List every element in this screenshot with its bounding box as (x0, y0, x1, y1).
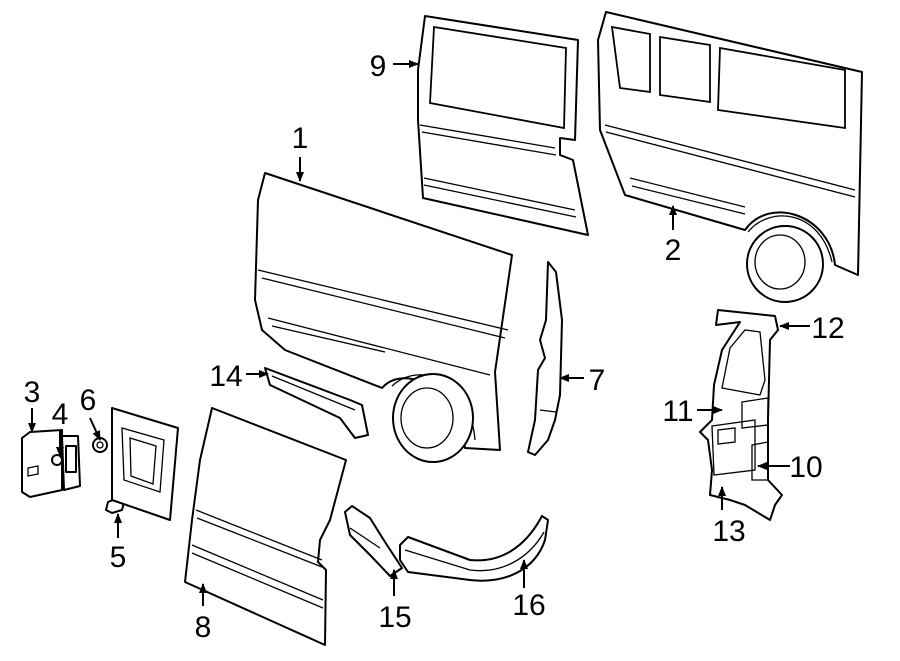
callout-6: 6 (80, 384, 97, 417)
callout-2: 2 (665, 234, 682, 267)
callout-1: 1 (292, 122, 309, 155)
callout-13: 13 (712, 515, 745, 548)
callout-16: 16 (512, 589, 545, 622)
part-1-side-panel (254, 172, 513, 463)
part-6-grommet (92, 437, 108, 453)
callout-5: 5 (110, 541, 127, 574)
part-4-hinge (51, 435, 81, 491)
part-16-wheel-opening-molding (399, 515, 549, 582)
part-15-splash-shield (344, 505, 403, 577)
callout-14: 14 (209, 360, 242, 393)
callout-15: 15 (378, 601, 411, 634)
callout-7: 7 (589, 364, 606, 397)
callout-12: 12 (811, 312, 844, 345)
leader-lines (28, 60, 810, 606)
parts-10-13-rear-pillar (699, 309, 783, 521)
callout-11: 11 (662, 395, 693, 428)
part-2-quarter-panel (597, 11, 863, 303)
callout-labels: 1 2 3 4 5 6 7 8 9 10 11 12 13 14 15 16 (24, 50, 845, 644)
part-9-sliding-door-panel (417, 15, 589, 236)
callout-8: 8 (195, 611, 212, 644)
fuel-housing-panel (111, 407, 179, 521)
part-14-rocker-reinforcement (264, 367, 369, 439)
callout-3: 3 (24, 376, 41, 409)
part-8-lower-side-panel (184, 407, 347, 646)
callout-4: 4 (52, 398, 69, 431)
callout-10: 10 (789, 451, 822, 484)
callout-9: 9 (370, 50, 387, 83)
part-7-pillar-panel (527, 261, 563, 456)
